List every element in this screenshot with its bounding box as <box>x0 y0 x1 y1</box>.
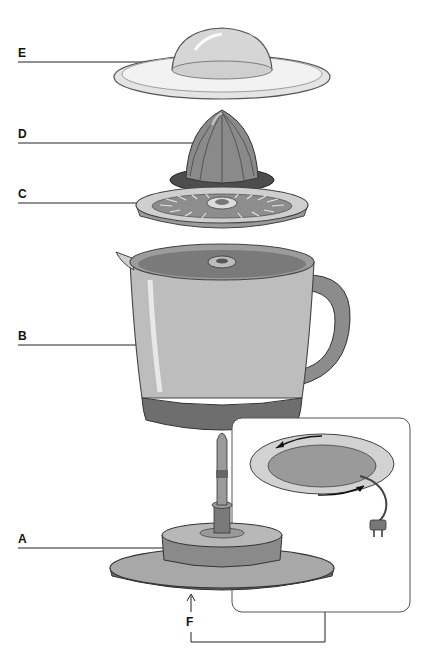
leader-lines <box>18 62 325 642</box>
motor-base <box>110 433 334 590</box>
part-letter: F <box>186 615 193 629</box>
part-letter: C <box>18 187 27 201</box>
jug <box>116 244 350 430</box>
bracket-line <box>191 612 325 642</box>
leader-line <box>18 203 150 204</box>
part-letter: A <box>18 532 27 546</box>
lid <box>114 28 330 99</box>
part-letter: E <box>18 46 26 60</box>
strainer <box>136 187 308 228</box>
part-letter: B <box>18 329 27 343</box>
pointer-arrow <box>187 594 195 612</box>
leader-line <box>18 143 196 144</box>
part-letter: D <box>18 127 27 141</box>
reamer <box>170 110 274 192</box>
leader-line <box>18 345 150 346</box>
